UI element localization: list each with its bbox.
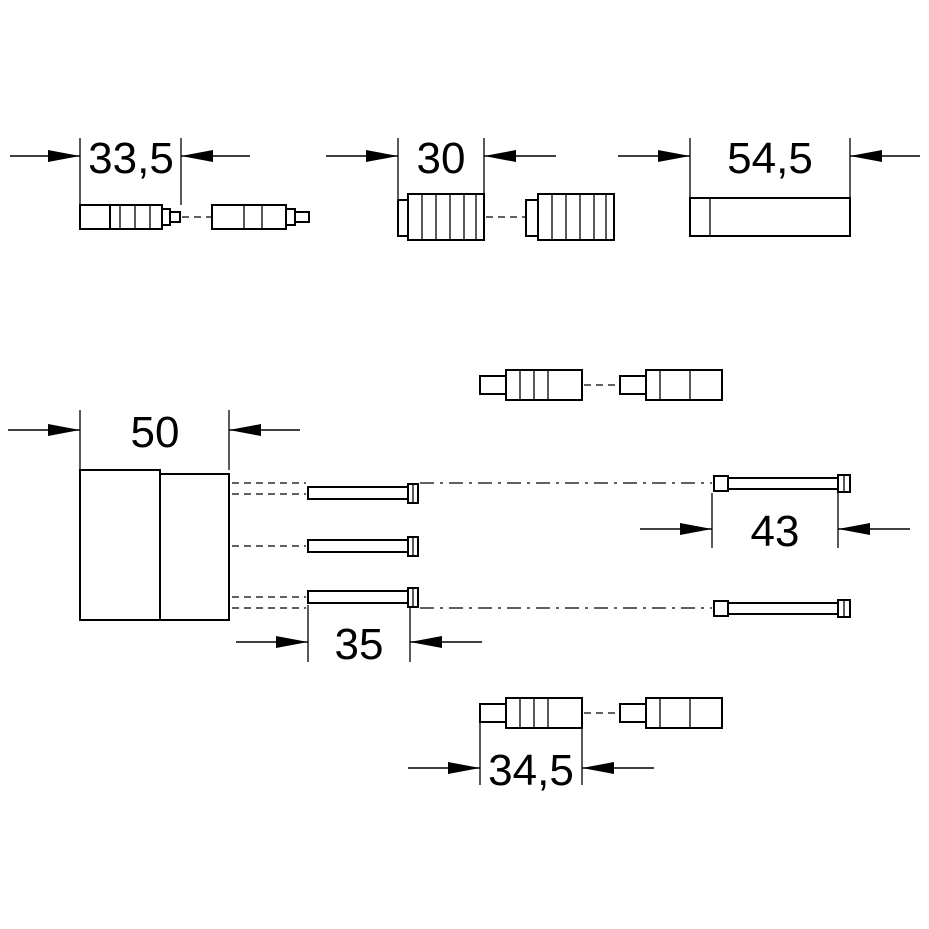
- dimension-group-43: 43: [640, 493, 910, 556]
- splined-adapter: [397, 193, 615, 241]
- dimension-label-43: 43: [751, 507, 800, 556]
- dimension-label-50: 50: [131, 408, 180, 457]
- extension-body: [79, 469, 230, 621]
- spindle-extension-upper: [479, 369, 723, 401]
- spindle-extension-lower: [479, 697, 723, 729]
- dimension-label-30: 30: [417, 134, 466, 183]
- dimension-group-30: 30: [326, 134, 556, 200]
- dimension-label-33-5: 33,5: [88, 134, 174, 183]
- dimension-label-54-5: 54,5: [727, 134, 813, 183]
- dimension-group-54-5: 54,5: [618, 134, 920, 198]
- screws: [232, 474, 851, 618]
- dimension-group-50: 50: [8, 408, 300, 470]
- sleeve-extension: [689, 197, 851, 237]
- spindle-extension-small: [79, 204, 310, 230]
- dimension-group-34-5: 34,5: [408, 722, 654, 795]
- dimension-group-35: 35: [236, 605, 482, 669]
- dimension-label-35: 35: [335, 620, 384, 669]
- dimension-group-33-5: 33,5: [10, 134, 250, 205]
- dimension-label-34-5: 34,5: [488, 746, 574, 795]
